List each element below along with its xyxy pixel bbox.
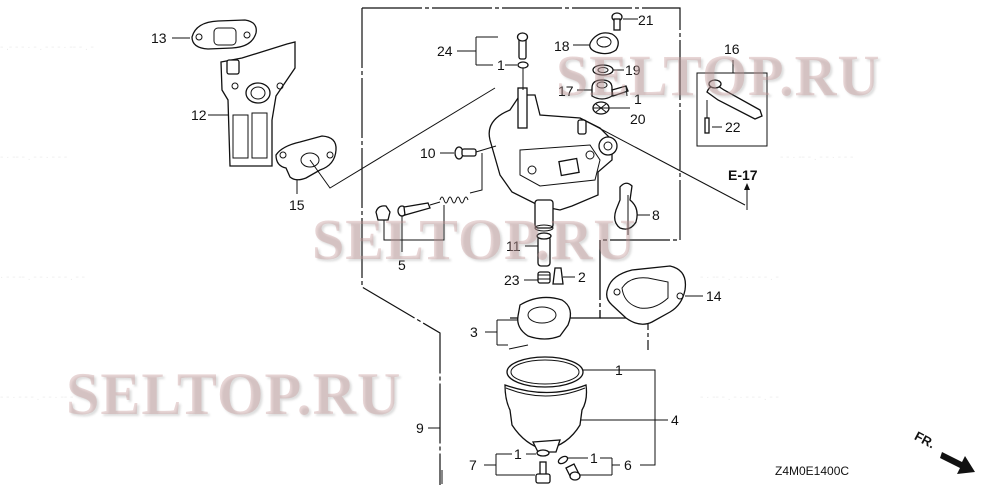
part-5-screw[interactable]: [397, 201, 441, 217]
svg-text:- · -- - . - · - - - . - -: - · -- - . - · - - - . - -: [700, 392, 779, 403]
svg-text:- - · - - - . - - · -- -: - - · - - - . - - · -- -: [0, 392, 73, 403]
svg-text:- · -- - . - - · - - - . -: - · -- - . - - · - - - . -: [700, 272, 779, 283]
bracket-1-4-6: [580, 369, 668, 466]
callout-1-17[interactable]: 1: [634, 91, 642, 107]
callout-14[interactable]: 14: [706, 288, 722, 304]
part-8-lever[interactable]: [614, 182, 638, 235]
background-noise: - .- - - · - . - - - · -- - . - - · -- -…: [0, 42, 853, 403]
part-6-drain-screw[interactable]: [565, 463, 581, 481]
part-24-screw[interactable]: [516, 32, 529, 60]
svg-text:- .- - - · - . - - - · -- -: - .- - - · - . - - - · -- - . -: [0, 42, 94, 53]
fr-arrow-icon: [940, 452, 975, 474]
callout-4[interactable]: 4: [671, 412, 679, 428]
part-1-washer-top[interactable]: [517, 61, 529, 69]
fr-label: FR.: [912, 428, 938, 451]
part-20-packing[interactable]: [592, 101, 610, 115]
callout-7[interactable]: 7: [469, 457, 477, 473]
callout-6[interactable]: 6: [624, 457, 632, 473]
part-5-spring[interactable]: [439, 196, 469, 204]
part-21-screw[interactable]: [611, 12, 623, 31]
callout-13[interactable]: 13: [151, 30, 167, 46]
drawing-code: Z4M0E1400C: [775, 464, 849, 478]
assembly-frame: [361, 7, 681, 485]
leader-e17: [579, 117, 746, 206]
callout-11[interactable]: 11: [506, 238, 521, 254]
part-10-screw[interactable]: [454, 146, 477, 160]
callout-21[interactable]: 21: [638, 12, 654, 28]
callout-12[interactable]: 12: [191, 107, 207, 123]
part-1-washer-6[interactable]: [557, 455, 569, 465]
part-16-box: [696, 60, 768, 147]
part-5-cap[interactable]: [375, 205, 391, 221]
part-11-nozzle[interactable]: [536, 232, 552, 267]
bracket-6: [568, 457, 620, 476]
part-17-lever[interactable]: [591, 79, 629, 100]
bracket-24: [457, 36, 498, 66]
part-4-float-chamber[interactable]: [504, 384, 588, 453]
bracket-3: [485, 319, 518, 346]
callout-17[interactable]: 17: [558, 83, 574, 99]
leader-15-to-carb: [309, 87, 496, 189]
callout-3[interactable]: 3: [470, 324, 478, 340]
part-12-bracket[interactable]: [220, 41, 296, 167]
svg-text:- - · -- - . - - · - - -: - - · -- - . - - · - - -: [780, 152, 853, 163]
callout-1-ring[interactable]: 1: [615, 362, 623, 378]
callout-10[interactable]: 10: [420, 145, 436, 161]
leader-17: [577, 85, 628, 97]
front-direction-indicator: FR.: [912, 428, 975, 474]
part-23-jet[interactable]: [537, 271, 551, 284]
callout-22[interactable]: 22: [725, 119, 741, 135]
bracket-5: [383, 205, 445, 252]
part-18-cover[interactable]: [589, 32, 619, 55]
part-1-chamber-ring[interactable]: [506, 356, 584, 388]
part-3-float[interactable]: [508, 296, 572, 350]
callout-20[interactable]: 20: [630, 111, 646, 127]
callout-5[interactable]: 5: [398, 257, 406, 273]
part-7-bolt[interactable]: [535, 461, 551, 484]
callout-19[interactable]: 19: [625, 62, 641, 78]
callout-15[interactable]: 15: [289, 197, 305, 213]
bracket-7: [484, 453, 536, 476]
callout-1-7[interactable]: 1: [514, 446, 522, 462]
callout-1-top[interactable]: 1: [497, 57, 505, 73]
callout-23[interactable]: 23: [504, 272, 520, 288]
e17-arrow: [744, 183, 750, 210]
part-19-seal[interactable]: [592, 64, 614, 76]
part-14-gasket[interactable]: [606, 265, 687, 325]
callout-1-6[interactable]: 1: [590, 450, 598, 466]
svg-text:- · -- - . - - · - - -: - · -- - . - - · - - -: [0, 152, 67, 163]
part-carburetor-body[interactable]: [488, 87, 618, 232]
callout-24[interactable]: 24: [437, 43, 453, 59]
leader-10-body: [469, 145, 497, 194]
callout-8[interactable]: 8: [652, 207, 660, 223]
callout-18[interactable]: 18: [554, 38, 570, 54]
part-1-washer-7[interactable]: [536, 449, 550, 457]
part-16-choke-lever[interactable]: [706, 79, 763, 120]
callout-16[interactable]: 16: [724, 41, 740, 57]
part-13-gasket[interactable]: [191, 19, 257, 50]
callout-9[interactable]: 9: [416, 420, 424, 436]
part-22-pin[interactable]: [704, 117, 710, 134]
callout-2[interactable]: 2: [578, 269, 586, 285]
part-2-float-valve[interactable]: [552, 267, 564, 285]
svg-text:· - - -- . - - · - - - . - -: · - - -- . - - · - - - . - -: [0, 272, 85, 283]
part-15-gasket[interactable]: [275, 135, 337, 181]
cross-reference-e17[interactable]: E-17: [728, 167, 758, 183]
